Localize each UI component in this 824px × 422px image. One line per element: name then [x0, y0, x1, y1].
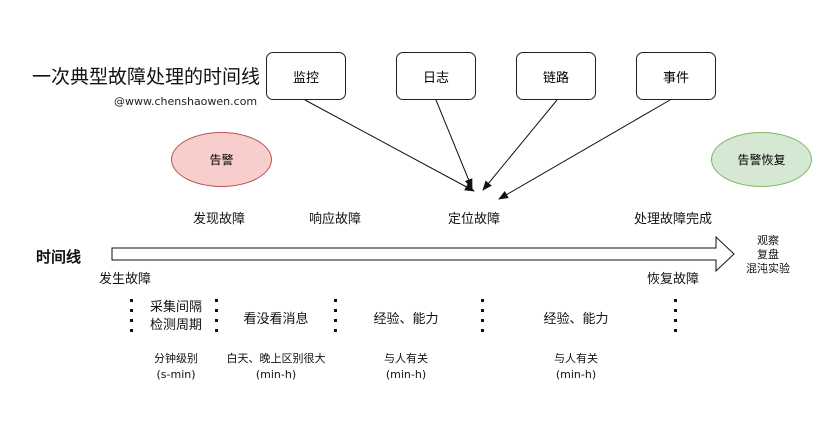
- note-chaos: 混沌实验: [746, 262, 790, 275]
- phase-locate: 定位故障: [448, 212, 501, 227]
- separator-1: [130, 299, 133, 332]
- note-line: (min-h): [385, 368, 427, 381]
- note-line: 与人有关: [554, 352, 598, 365]
- note-review: 复盘: [757, 248, 779, 261]
- note-line: 与人有关: [384, 352, 428, 365]
- note-line: (min-h): [255, 368, 297, 381]
- recover-label: 告警恢复: [737, 153, 786, 167]
- phase-respond: 响应故障: [309, 212, 362, 227]
- segment-line: 采集间隔: [149, 300, 202, 315]
- timeline-arrow: [111, 235, 735, 273]
- phase-resolved: 处理故障完成: [634, 212, 713, 227]
- phase-detect: 发现故障: [193, 212, 246, 227]
- segment-line: 经验、能力: [543, 312, 609, 327]
- segment-handle: 经验、能力: [526, 308, 626, 327]
- note-line: 白天、晚上区别很大: [226, 352, 326, 365]
- note-line: 分钟级别: [154, 352, 198, 365]
- source-box-events: 事件: [636, 52, 716, 100]
- segment-handle-note: 与人有关 (min-h): [526, 351, 626, 383]
- separator-3: [334, 299, 337, 332]
- arrow-event-to-locate: [498, 99, 671, 200]
- source-label: 事件: [662, 70, 689, 86]
- start-label: 发生故障: [99, 272, 152, 287]
- source-label: 监控: [292, 70, 319, 86]
- note-line: (s-min): [156, 368, 196, 381]
- end-label: 恢复故障: [647, 272, 700, 287]
- note-line: (min-h): [555, 368, 597, 381]
- segment-line: 检测周期: [149, 318, 202, 333]
- alert-recovered-node: 告警恢复: [711, 132, 812, 187]
- source-label: 日志: [422, 70, 449, 86]
- alert-node: 告警: [171, 132, 272, 187]
- timeline-label: 时间线: [36, 248, 82, 266]
- arrow-monitor-to-locate: [304, 99, 475, 192]
- separator-4: [481, 299, 484, 332]
- segment-locate-note: 与人有关 (min-h): [356, 351, 456, 383]
- source-box-logs: 日志: [396, 52, 476, 100]
- note-observe: 观察: [757, 234, 779, 247]
- segment-line: 看没看消息: [243, 312, 309, 327]
- watermark-url: @www.chenshaowen.com: [114, 95, 258, 108]
- separator-2: [215, 299, 218, 332]
- segment-detection: 采集间隔 检测周期: [136, 299, 216, 335]
- segment-response-note: 白天、晚上区别很大 (min-h): [216, 351, 336, 383]
- source-label: 链路: [542, 70, 569, 86]
- source-box-trace: 链路: [516, 52, 596, 100]
- arrow-log-to-locate: [435, 99, 473, 189]
- diagram-title: 一次典型故障处理的时间线: [32, 66, 261, 88]
- separator-5: [674, 299, 677, 332]
- segment-locate: 经验、能力: [356, 308, 456, 327]
- alert-label: 告警: [209, 153, 234, 167]
- post-incident-notes: 观察 复盘 混沌实验: [738, 234, 798, 276]
- segment-response: 看没看消息: [226, 308, 326, 327]
- arrow-trace-to-locate: [482, 99, 558, 191]
- segment-line: 经验、能力: [373, 312, 439, 327]
- segment-detection-note: 分钟级别 (s-min): [136, 351, 216, 383]
- source-box-monitoring: 监控: [266, 52, 346, 100]
